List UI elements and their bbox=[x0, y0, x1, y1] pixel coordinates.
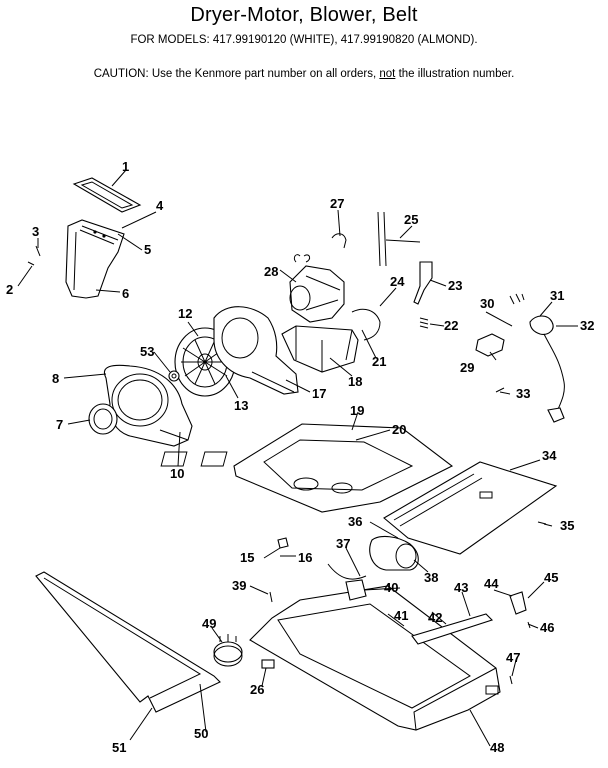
callout-22: 22 bbox=[444, 318, 458, 333]
part-13-17-blower-cover bbox=[213, 306, 299, 395]
part-31-32-power-cord bbox=[509, 293, 565, 423]
callout-21: 21 bbox=[372, 354, 386, 369]
part-53-clamp bbox=[168, 370, 180, 382]
callout-25: 25 bbox=[404, 212, 418, 227]
callout-30: 30 bbox=[480, 296, 494, 311]
part-33-screw bbox=[495, 387, 505, 393]
callout-33: 33 bbox=[516, 386, 530, 401]
callout-18: 18 bbox=[348, 374, 362, 389]
part-22-spring bbox=[419, 317, 429, 329]
callout-17: 17 bbox=[312, 386, 326, 401]
callout-2: 2 bbox=[6, 282, 13, 297]
callout-8: 8 bbox=[52, 371, 59, 386]
part-26-clip bbox=[261, 659, 275, 669]
caution-prefix: CAUTION: Use the Kenmore part number on … bbox=[93, 68, 380, 80]
callout-47: 47 bbox=[506, 650, 520, 665]
callout-48: 48 bbox=[490, 740, 504, 755]
small-fasteners bbox=[269, 537, 531, 685]
callout-41: 41 bbox=[394, 608, 408, 623]
callout-40: 40 bbox=[384, 580, 398, 595]
callout-3: 3 bbox=[32, 224, 39, 239]
models-line: FOR MODELS: 417.99190120 (WHITE), 417.99… bbox=[130, 34, 478, 46]
callout-19: 19 bbox=[350, 403, 364, 418]
callout-38: 38 bbox=[424, 570, 438, 585]
callout-31: 31 bbox=[550, 288, 564, 303]
part-23-idler bbox=[413, 261, 433, 305]
callout-53: 53 bbox=[140, 344, 154, 359]
callout-1: 1 bbox=[122, 159, 129, 174]
callout-15: 15 bbox=[240, 550, 254, 565]
part-19-20-base bbox=[160, 423, 454, 513]
callout-13: 13 bbox=[234, 398, 248, 413]
callout-39: 39 bbox=[232, 578, 246, 593]
part-48-main-base bbox=[249, 585, 501, 731]
callout-46: 46 bbox=[540, 620, 554, 635]
part-25-rod bbox=[377, 211, 421, 267]
callout-36: 36 bbox=[348, 514, 362, 529]
callout-28: 28 bbox=[264, 264, 278, 279]
part-38-pulley bbox=[369, 535, 419, 571]
callout-45: 45 bbox=[544, 570, 558, 585]
callout-26: 26 bbox=[250, 682, 264, 697]
callout-7: 7 bbox=[56, 417, 63, 432]
callout-27: 27 bbox=[330, 196, 344, 211]
callout-35: 35 bbox=[560, 518, 574, 533]
part-42-rail bbox=[411, 613, 494, 645]
part-18-motor-bracket bbox=[281, 325, 359, 373]
callout-42: 42 bbox=[428, 610, 442, 625]
callout-37: 37 bbox=[336, 536, 350, 551]
part-21-belt bbox=[351, 308, 381, 341]
part-6-drawing bbox=[65, 219, 125, 299]
part-7-seal-ring bbox=[88, 403, 118, 435]
part-28-motor bbox=[289, 254, 345, 323]
callout-34: 34 bbox=[542, 448, 557, 463]
leader-lines bbox=[17, 169, 578, 747]
callout-10: 10 bbox=[170, 466, 184, 481]
page-title: Dryer-Motor, Blower, Belt bbox=[190, 4, 418, 26]
part-34-shelf bbox=[383, 461, 558, 555]
part-40-connector bbox=[327, 563, 367, 601]
callout-51: 51 bbox=[112, 740, 126, 755]
part-27-clip bbox=[331, 233, 347, 249]
part-50-panel bbox=[35, 571, 221, 713]
callout-50: 50 bbox=[194, 726, 208, 741]
callout-43: 43 bbox=[454, 580, 468, 595]
callout-44: 44 bbox=[484, 576, 499, 591]
callout-29: 29 bbox=[460, 360, 474, 375]
callout-23: 23 bbox=[448, 278, 462, 293]
caution-emphasis: not bbox=[379, 68, 396, 80]
callout-32: 32 bbox=[580, 318, 594, 333]
callout-4: 4 bbox=[156, 198, 164, 213]
caution-line: CAUTION: Use the Kenmore part number on … bbox=[0, 68, 608, 80]
part-44-bracket bbox=[509, 591, 527, 615]
caution-suffix: the illustration number. bbox=[395, 68, 515, 80]
callout-16: 16 bbox=[298, 550, 312, 565]
part-2-3-screws bbox=[27, 245, 41, 266]
part-1-drawing bbox=[72, 177, 142, 213]
callout-labels: 1 2 3 4 5 6 7 8 10 12 13 15 16 17 18 19 … bbox=[6, 159, 594, 755]
callout-6: 6 bbox=[122, 286, 129, 301]
callout-49: 49 bbox=[202, 616, 216, 631]
callout-24: 24 bbox=[390, 274, 405, 289]
callout-5: 5 bbox=[144, 242, 151, 257]
callout-20: 20 bbox=[392, 422, 406, 437]
callout-12: 12 bbox=[178, 306, 192, 321]
part-29-switch bbox=[475, 333, 505, 357]
part-49-motor-switch bbox=[213, 634, 243, 667]
